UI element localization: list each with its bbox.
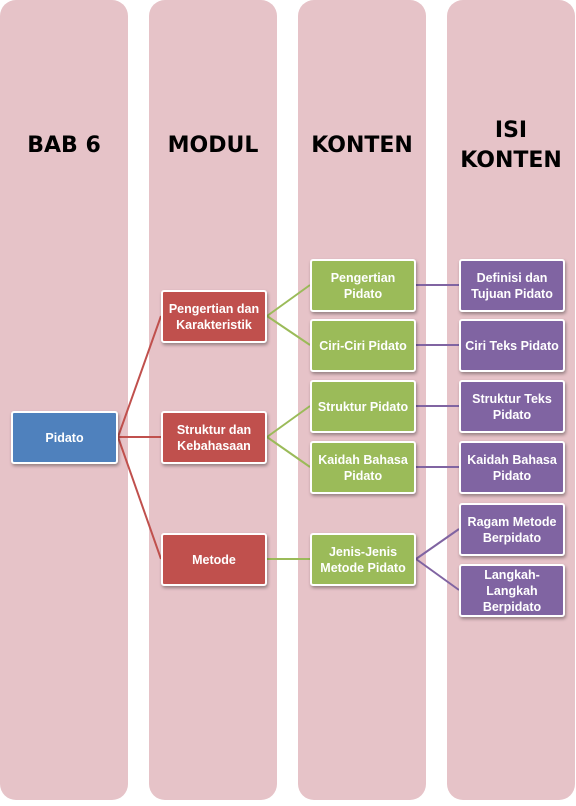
node-modul-pengertian-karakteristik[interactable]: Pengertian dan Karakteristik: [161, 290, 267, 343]
node-konten-ciri-ciri-pidato[interactable]: Ciri-Ciri Pidato: [310, 319, 416, 372]
column-title-isi-konten: ISI KONTEN: [460, 118, 562, 173]
column-title-modul: MODUL: [167, 133, 259, 158]
node-isi-kaidah-bahasa[interactable]: Kaidah Bahasa Pidato: [459, 441, 565, 494]
link-struktur-strukturpidato: [266, 405, 311, 438]
node-pidato[interactable]: Pidato: [11, 411, 118, 464]
node-isi-struktur-teks[interactable]: Struktur Teks Pidato: [459, 380, 565, 433]
link-pengertian-pengertianpidato: [266, 284, 311, 317]
column-title-bab: BAB 6: [27, 133, 101, 158]
column-bab: [0, 0, 128, 800]
node-konten-struktur-pidato[interactable]: Struktur Pidato: [310, 380, 416, 433]
link-jenis-langkah: [415, 558, 460, 591]
link-pidato-pengertian: [117, 315, 162, 438]
column-title-konten: KONTEN: [311, 133, 413, 158]
node-isi-definisi-tujuan[interactable]: Definisi dan Tujuan Pidato: [459, 259, 565, 312]
node-konten-pengertian-pidato[interactable]: Pengertian Pidato: [310, 259, 416, 312]
link-pidato-metode: [117, 436, 162, 560]
link-pengertian-ciri: [266, 315, 311, 346]
link-jenis-ragam: [415, 528, 460, 560]
column-modul: [149, 0, 277, 800]
node-konten-kaidah-bahasa-pidato[interactable]: Kaidah Bahasa Pidato: [310, 441, 416, 494]
node-konten-jenis-jenis-metode[interactable]: Jenis-Jenis Metode Pidato: [310, 533, 416, 586]
link-struktur-kaidah: [266, 436, 311, 468]
node-isi-ragam-metode[interactable]: Ragam Metode Berpidato: [459, 503, 565, 556]
node-isi-langkah-langkah[interactable]: Langkah- Langkah Berpidato: [459, 564, 565, 617]
node-modul-struktur-kebahasaan[interactable]: Struktur dan Kebahasaan: [161, 411, 267, 464]
node-isi-ciri-teks[interactable]: Ciri Teks Pidato: [459, 319, 565, 372]
node-modul-metode[interactable]: Metode: [161, 533, 267, 586]
